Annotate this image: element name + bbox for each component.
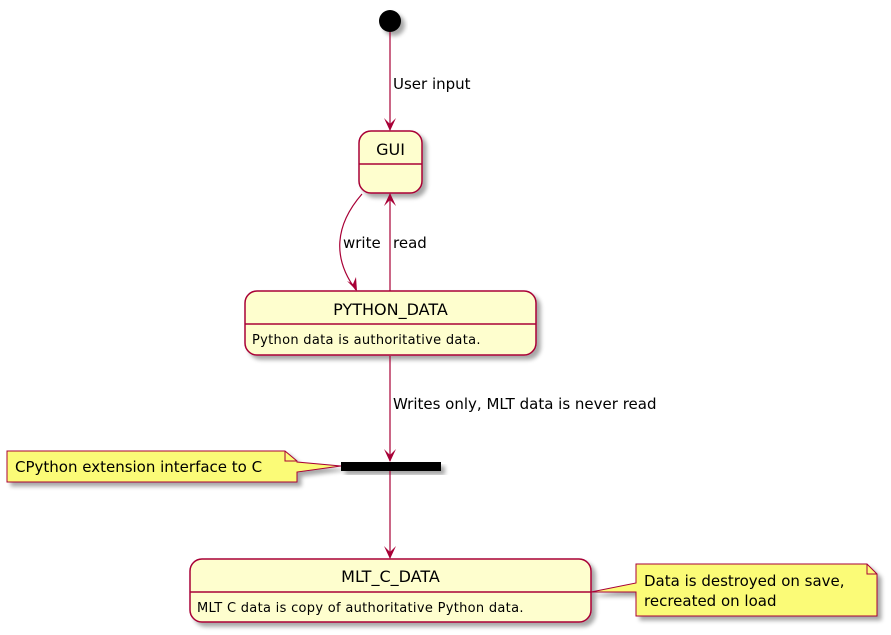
state-title-python-data: PYTHON_DATA <box>333 300 448 320</box>
note-text-line-2: recreated on load <box>644 592 776 610</box>
transition-label-user-input: User input <box>393 75 471 93</box>
state-title-gui: GUI <box>376 140 405 159</box>
note-mlt-lifecycle: Data is destroyed on save, recreated on … <box>590 563 878 617</box>
transition-label-read: read <box>393 234 427 252</box>
note-text-cpython: CPython extension interface to C <box>15 458 262 476</box>
transition-gui-to-python: write <box>339 193 381 291</box>
arrowhead-icon <box>384 118 396 131</box>
transition-fork-to-mlt <box>384 471 396 559</box>
arrowhead-icon <box>384 449 396 462</box>
fork-bar <box>341 462 441 471</box>
note-cpython: CPython extension interface to C <box>6 450 342 483</box>
state-description-python-data: Python data is authoritative data. <box>252 333 481 348</box>
transition-label-writes-only: Writes only, MLT data is never read <box>393 395 656 413</box>
note-text-line-1: Data is destroyed on save, <box>644 572 845 590</box>
state-python-data[interactable]: PYTHON_DATA Python data is authoritative… <box>244 290 537 356</box>
transition-python-to-gui: read <box>384 193 427 291</box>
state-mlt-c-data[interactable]: MLT_C_DATA MLT C data is copy of authori… <box>189 558 592 623</box>
state-title-mlt-c-data: MLT_C_DATA <box>341 567 440 587</box>
transition-label-write: write <box>343 234 381 252</box>
start-node <box>379 10 401 32</box>
arrowhead-icon <box>384 193 396 206</box>
transition-start-to-gui: User input <box>384 32 471 131</box>
arrowhead-icon <box>384 546 396 559</box>
transition-python-to-fork: Writes only, MLT data is never read <box>384 356 656 462</box>
state-gui[interactable]: GUI <box>358 130 423 194</box>
arrowhead-icon <box>347 277 357 291</box>
state-description-mlt-c-data: MLT C data is copy of authoritative Pyth… <box>197 601 524 616</box>
